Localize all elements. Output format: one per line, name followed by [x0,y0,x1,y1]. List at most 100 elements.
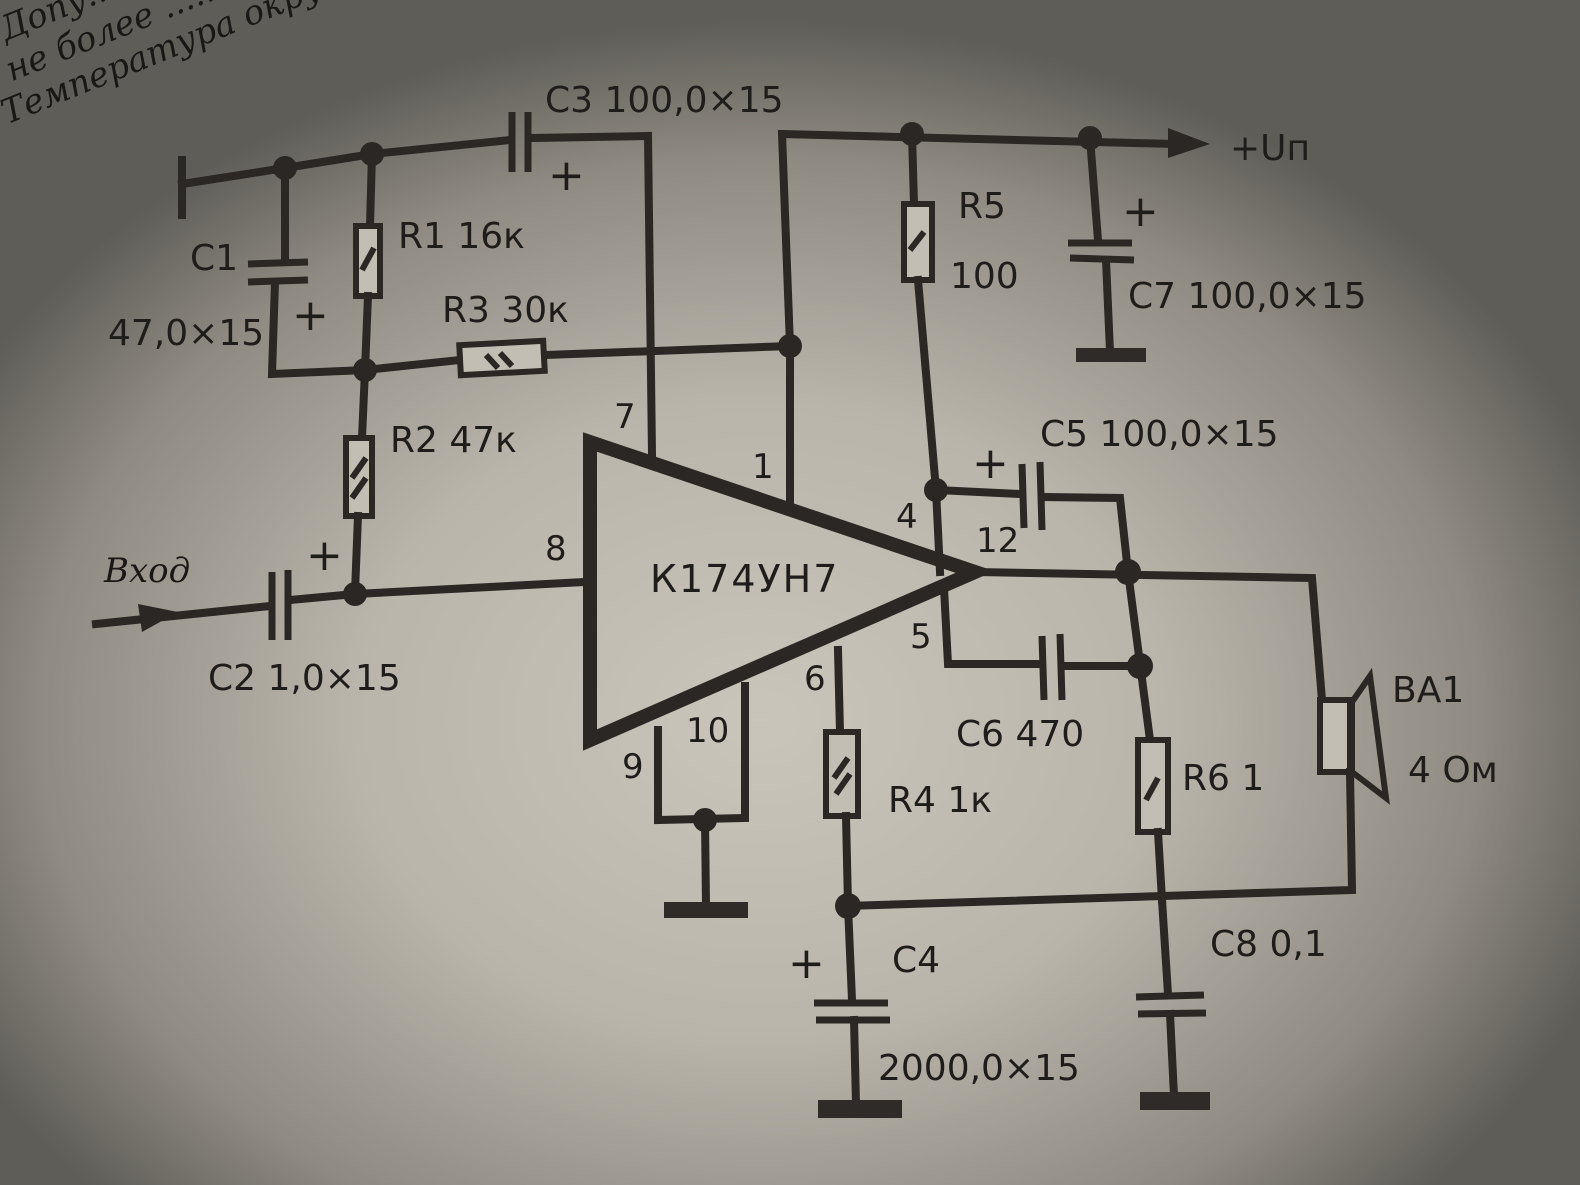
wire-r1-bottom [360,291,373,375]
supply-label: +Uп [1230,128,1310,169]
wire-output [970,567,1327,705]
r5-ref: R5 [958,186,1006,227]
c8-label: C8 0,1 [1210,924,1327,965]
junction [1115,559,1141,585]
junctions [273,122,1153,919]
c5-plate-a [1018,463,1028,529]
c6-plate-a [1038,635,1048,701]
wire-c1-bottom [267,277,370,379]
input-arrow-icon [138,604,178,632]
c1-plate-a [247,258,309,268]
c3-plus: + [548,150,585,201]
junction [924,478,948,502]
c1-value: 47,0×15 [108,313,264,354]
wire-pin8 [350,577,590,599]
junction [835,893,861,919]
wire-c4-top [843,901,857,1005]
wire-return [841,767,1357,911]
r1-mark [359,246,377,272]
wire-c5-right [1039,492,1133,577]
supply-arrow-icon [1168,128,1210,158]
input-label: Вход [103,551,190,591]
ground-ic-icon [664,902,748,918]
r6-mark [1143,776,1161,802]
junction [353,358,377,382]
c1-plus: + [292,290,329,341]
pin-10-label: 10 [686,711,729,751]
wire-r6-bottom [1153,827,1167,905]
ba1-value: 4 Ом [1408,750,1498,791]
c5-label: C5 100,0×15 [1040,414,1279,455]
wire-pin5-c6 [939,583,1044,668]
ic-triangle [583,432,995,751]
wire-c8-top [1157,895,1173,999]
pin-4-label: 4 [896,497,918,537]
ground-c4-icon [818,1100,902,1118]
c2-plus: + [306,530,343,581]
junction [273,156,297,180]
junction [778,334,802,358]
junction [900,122,924,146]
pin-7-label: 7 [614,397,636,437]
r3-mark-b [497,350,515,369]
r4-label: R4 1к [888,780,992,821]
c5-plus: + [972,438,1009,489]
speaker-cone-icon [1349,667,1390,805]
wire-input [91,601,275,629]
r4-body [823,729,861,819]
wire-top-left [177,135,515,189]
c1-ref: C1 [190,238,238,279]
c7-label: C7 100,0×15 [1128,276,1367,317]
r6-label: R6 1 [1182,758,1264,799]
c4-ref: C4 [892,940,940,981]
page-header-text: Допу... не более ...... Температура окру… [0,0,412,133]
r5-mark [907,230,927,252]
c6-label: C6 470 [956,714,1084,755]
pin-12-label: 12 [976,521,1019,561]
r2-label: R2 47к [390,420,517,461]
wire-r3-left [360,355,465,375]
junction [360,142,384,166]
ground-c8-icon [1140,1092,1210,1110]
r3-label: R3 30к [442,290,569,331]
wire-r3-right [541,341,795,360]
junction [693,808,717,832]
ic-label: К174УН7 [650,557,839,601]
wire-r4-bottom [841,811,853,911]
pin-8-label: 8 [545,529,567,569]
wire-r1-top [365,149,377,231]
r5-value: 100 [950,256,1019,297]
r3-mark-a [483,352,501,371]
junction [343,582,367,606]
r1-label: R1 16к [398,216,525,257]
r4-mark-a [831,756,851,780]
junction [1127,653,1153,679]
c4-value: 2000,0×15 [878,1048,1080,1089]
pin-9-label: 9 [622,747,644,787]
c2-label: C2 1,0×15 [208,658,401,699]
wire-c7-bottom [1101,255,1115,357]
wire-c8-bottom [1165,1009,1179,1101]
wire-c4-bottom [849,1015,861,1109]
ground-c7-icon [1076,348,1146,362]
r2-mark-b [349,476,369,500]
c3-label: C3 100,0×15 [545,80,784,121]
c8-plate-a [1135,991,1205,1001]
wire-r5-pin4 [913,275,945,577]
pin-1-label: 1 [752,447,774,487]
ba1-ref: BA1 [1392,670,1464,711]
c4-plus: + [788,938,825,989]
r2-body [343,435,375,519]
r2-mark-a [349,456,369,480]
wire-r2-bottom [350,511,363,597]
speaker-body [1317,697,1353,775]
pin-6-label: 6 [804,659,826,699]
wire-c7-top [1085,133,1103,245]
wire-c5-left [931,485,1025,499]
junction [1078,126,1102,150]
r4-mark-b [833,772,853,796]
wire-pin1-supply [777,129,1180,509]
c7-plus: + [1122,186,1159,237]
